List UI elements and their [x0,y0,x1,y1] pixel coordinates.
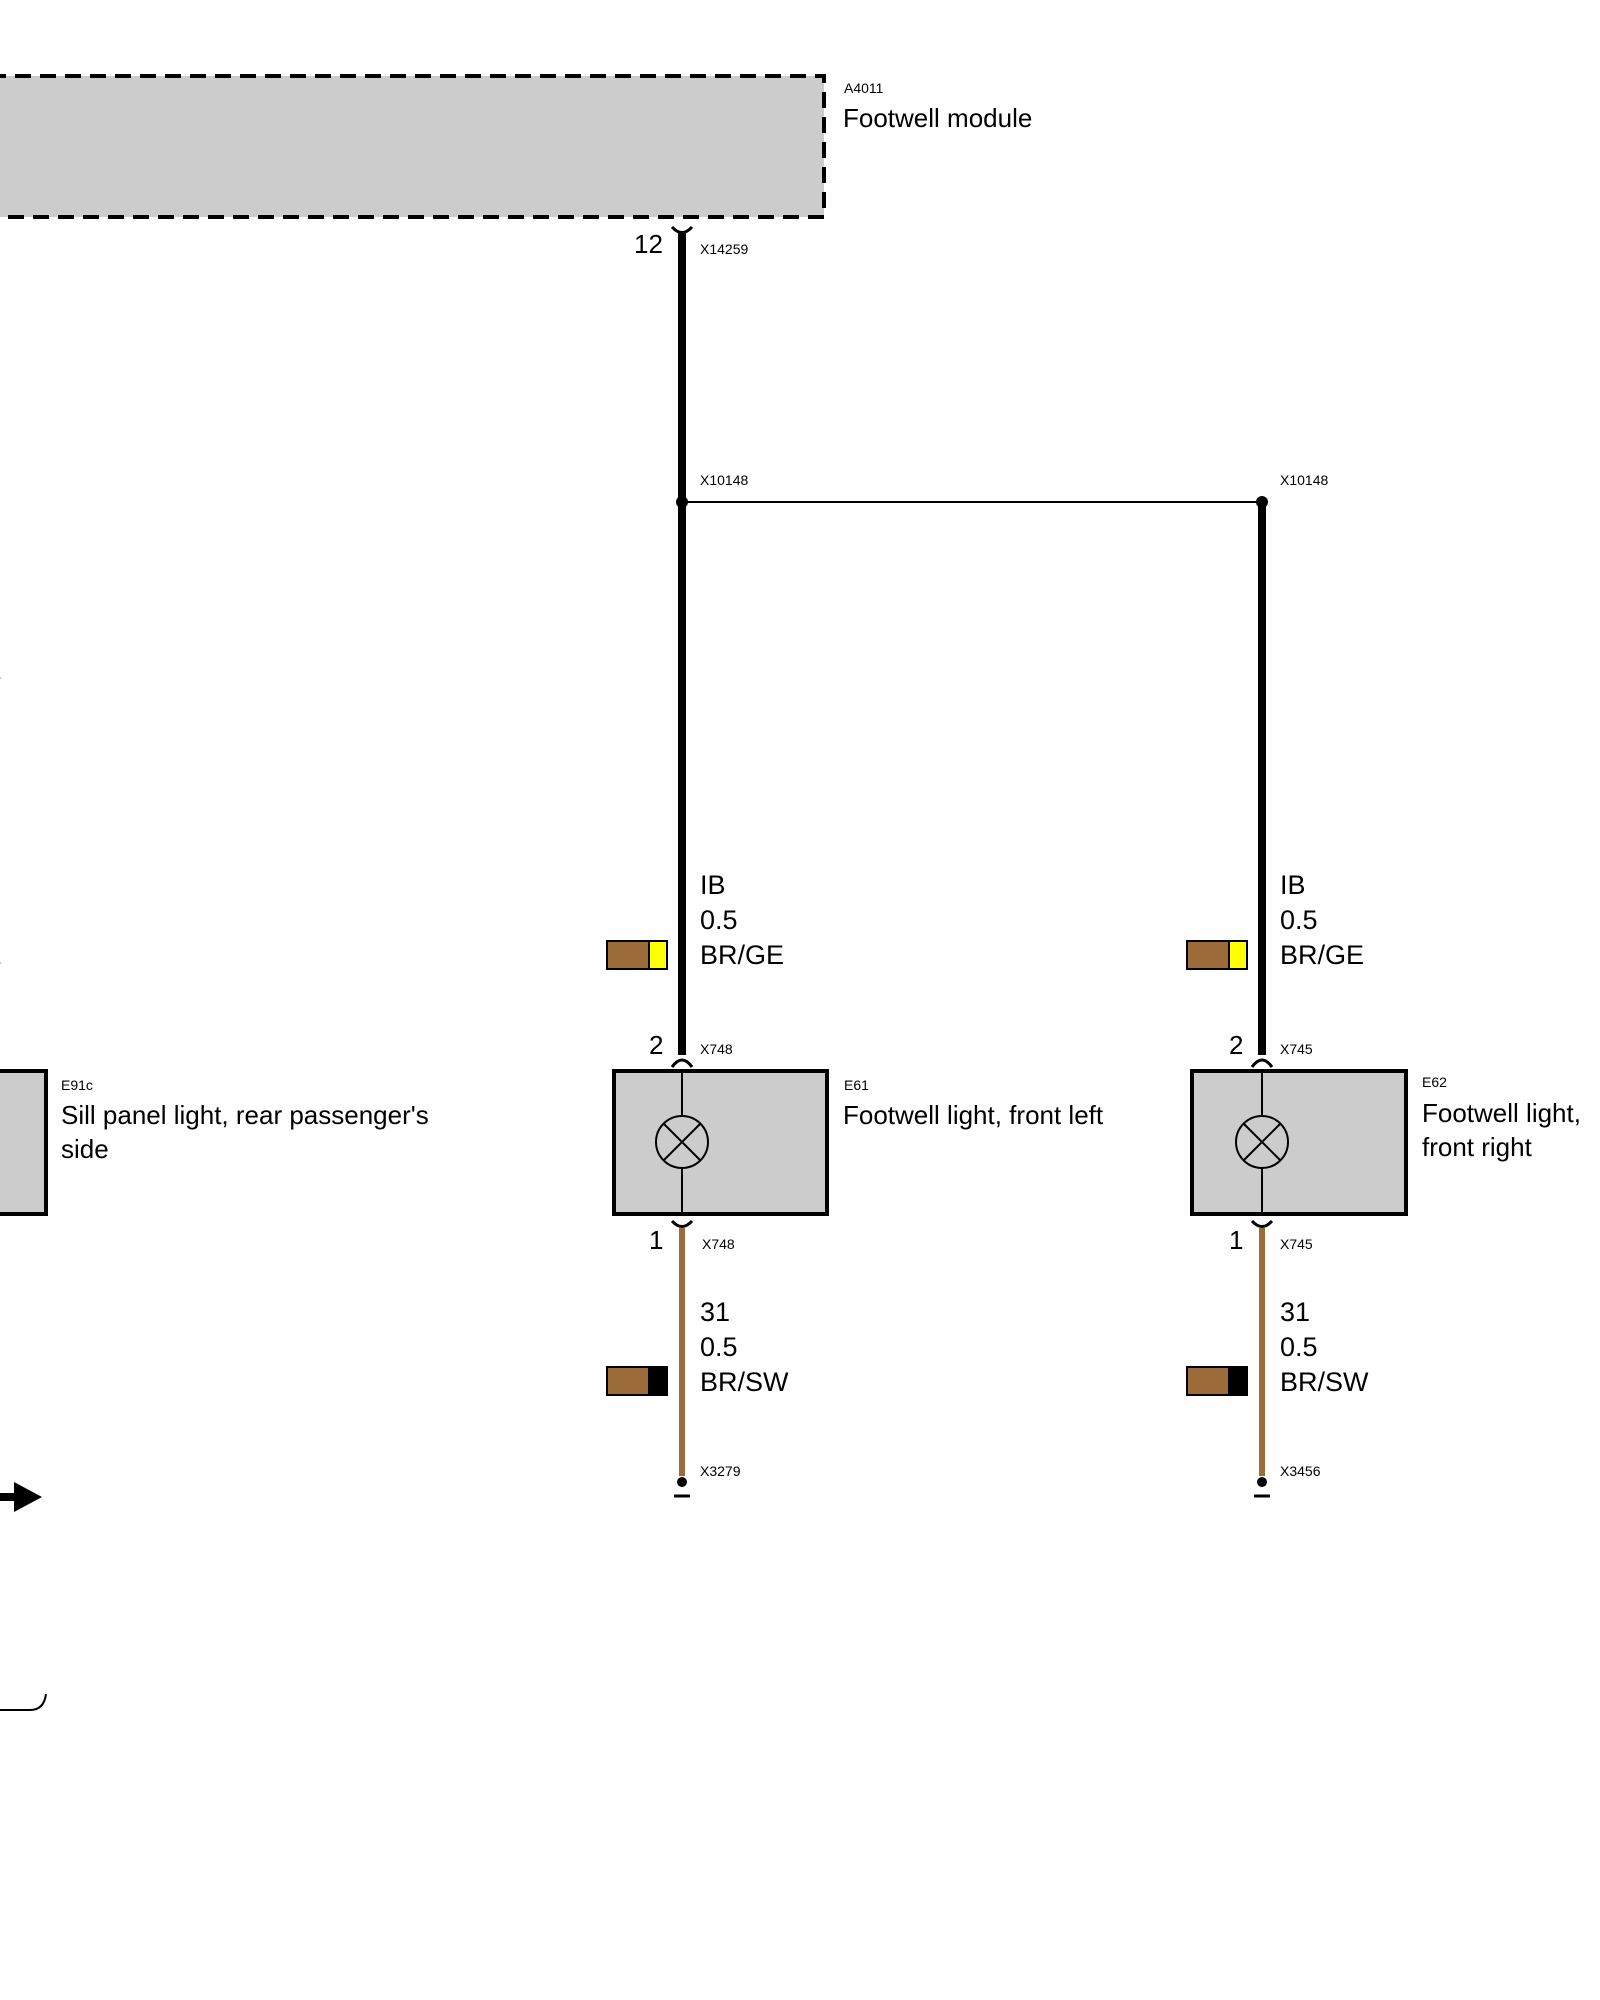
e62-top-connector: X745 [1280,1041,1313,1057]
e62-bottom-connector-symbol [1250,1219,1274,1228]
e61-bottom-pin: 1 [649,1225,664,1255]
wire-size: 0.5 [700,1332,738,1362]
wire-color: BR/GE [1280,940,1365,970]
e61-name: Footwell light, front left [843,1100,1104,1130]
e61-top-connector: X748 [700,1041,733,1057]
e61-bottom-connector: X748 [702,1236,735,1252]
right-ground-wire-spec: 31 0.5 BR/SW [1280,1295,1369,1400]
right-ground-color-swatch [1186,1366,1248,1396]
edge-text-fragment-upper: E [0,653,1,687]
wire-size: 0.5 [1280,905,1318,935]
wire-size: 0.5 [1280,1332,1318,1362]
e61-top-pin: 2 [649,1030,664,1060]
module-ref: A4011 [844,80,884,96]
left-supply-color-swatch [606,940,668,970]
splice-dot-right [1256,496,1268,508]
e62-top-connector-symbol [1250,1058,1274,1068]
e62-bottom-connector: X745 [1280,1236,1313,1252]
e62-ref: E62 [1422,1074,1447,1090]
left-ground-wire-spec: 31 0.5 BR/SW [700,1295,789,1400]
lamp-icon [1235,1115,1289,1169]
wire-circuit: 31 [700,1297,731,1327]
e61-top-connector-symbol [670,1058,694,1068]
wire-circuit: 31 [1280,1297,1311,1327]
right-supply-color-swatch [1186,940,1248,970]
e91c-ref: E91c [61,1077,93,1093]
module-pin-number: 12 [634,229,663,259]
right-ground-terminal-symbol [1254,1477,1270,1498]
wire-color: BR/SW [700,1367,789,1397]
e61-component [612,1069,829,1216]
e61-ground-label: X3279 [700,1463,741,1479]
splice-label-right: X10148 [1280,472,1329,488]
wire-color: BR/SW [1280,1367,1369,1397]
e91c-box [0,1069,48,1216]
e62-component [1190,1069,1408,1216]
left-ground-color-swatch [606,1366,668,1396]
e62-ground-label: X3456 [1280,1463,1321,1479]
e91c-name: Sill panel light, rear passenger's side [61,1100,429,1164]
wire-circuit: IB [1280,870,1306,900]
module-name: Footwell module [843,103,1033,133]
module-connector-symbol [670,225,694,234]
left-ground-terminal-symbol [674,1477,690,1498]
e61-ref: E61 [844,1077,869,1093]
edge-text-fragment-lower: E [0,938,1,972]
wire-circuit: IB [700,870,726,900]
right-supply-wire-spec: IB 0.5 BR/GE [1280,868,1364,973]
e62-name: Footwell light, front right [1422,1098,1581,1162]
lamp-icon [655,1115,709,1169]
e61-bottom-connector-symbol [670,1219,694,1228]
e62-top-pin: 2 [1229,1030,1244,1060]
bracket-fragment [0,1693,47,1711]
wire-color: BR/GE [700,940,785,970]
splice-label-left: X10148 [700,472,749,488]
footwell-module-box [0,74,826,219]
wire-size: 0.5 [700,905,738,935]
module-connector-label: X14259 [700,241,749,257]
e62-bottom-pin: 1 [1229,1225,1244,1255]
splice-dot-left [676,496,688,508]
continuation-arrow-icon [0,1482,42,1512]
left-supply-wire-spec: IB 0.5 BR/GE [700,868,784,973]
